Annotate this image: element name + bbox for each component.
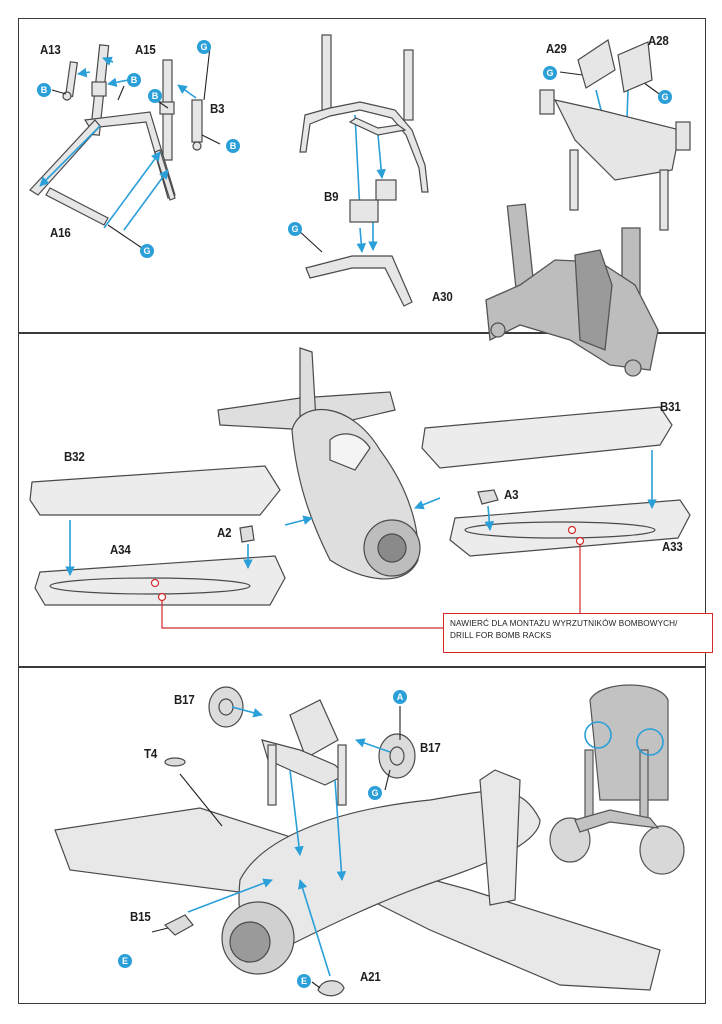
badge-icon: E <box>118 954 132 968</box>
inset-highlight-circles <box>584 721 664 756</box>
part-label-b3: B3 <box>210 102 225 116</box>
wing-upper-left <box>29 465 281 516</box>
part-label-a16: A16 <box>50 226 71 240</box>
fuselage <box>217 347 421 580</box>
part-label-a34: A34 <box>110 543 131 557</box>
badge-icon: B <box>127 73 141 87</box>
badge-icon: G <box>288 222 302 236</box>
cockpit-gear-frame <box>539 39 691 231</box>
part-label-a30: A30 <box>432 290 453 304</box>
badge-icon: E <box>297 974 311 988</box>
main-gear-leg-left <box>29 44 203 226</box>
panel-final-gear-installation <box>18 666 706 1004</box>
gear-frame-panel3 <box>261 699 347 806</box>
part-label-b32: B32 <box>64 450 85 464</box>
badge-icon: G <box>197 40 211 54</box>
part-label-a13: A13 <box>40 43 61 57</box>
part-label-b15: B15 <box>130 910 151 924</box>
inset-render <box>549 684 685 875</box>
drill-note: NAWIERĆ DLA MONTAŻU WYRZUTNIKÓW BOMBOWYC… <box>443 613 713 653</box>
wing-lower-left <box>34 555 286 606</box>
part-label-b9: B9 <box>324 190 339 204</box>
drill-note-line-1: NAWIERĆ DLA MONTAŻU WYRZUTNIKÓW BOMBOWYC… <box>450 619 678 628</box>
drill-markers <box>150 525 585 629</box>
arrows-panel2 <box>65 450 657 576</box>
badge-icon: B <box>226 139 240 153</box>
badge-icon: B <box>37 83 51 97</box>
part-label-a3: A3 <box>504 488 519 502</box>
badge-icon: G <box>543 66 557 80</box>
arrows-panel3 <box>187 706 391 977</box>
badge-icon: G <box>368 786 382 800</box>
part-label-a33: A33 <box>662 540 683 554</box>
badge-icon: G <box>140 244 154 258</box>
badge-icon: G <box>658 90 672 104</box>
arrows-panel1 <box>39 56 632 253</box>
part-label-a2: A2 <box>217 526 232 540</box>
part-label-b17-left: B17 <box>174 693 195 707</box>
part-label-b17-right: B17 <box>420 741 441 755</box>
wing-upper-right <box>421 406 673 469</box>
panel-landing-gear-subassembly <box>18 18 706 334</box>
part-label-a29: A29 <box>546 42 567 56</box>
part-label-a21: A21 <box>360 970 381 984</box>
small-parts-panel2 <box>239 489 499 543</box>
wheels-panel3 <box>163 686 416 997</box>
leader-lines-panel3 <box>151 706 401 989</box>
part-label-a15: A15 <box>135 43 156 57</box>
drill-note-line-2: DRILL FOR BOMB RACKS <box>450 631 552 640</box>
part-label-a28: A28 <box>648 34 669 48</box>
gear-bay-render <box>485 203 659 377</box>
aircraft-assembled <box>54 769 661 991</box>
panel-wing-assembly <box>18 332 706 668</box>
part-label-t4: T4 <box>144 747 158 761</box>
tailwheel-assembly <box>299 34 429 307</box>
badge-icon: B <box>148 89 162 103</box>
badge-icon: A <box>393 690 407 704</box>
part-label-b31: B31 <box>660 400 681 414</box>
